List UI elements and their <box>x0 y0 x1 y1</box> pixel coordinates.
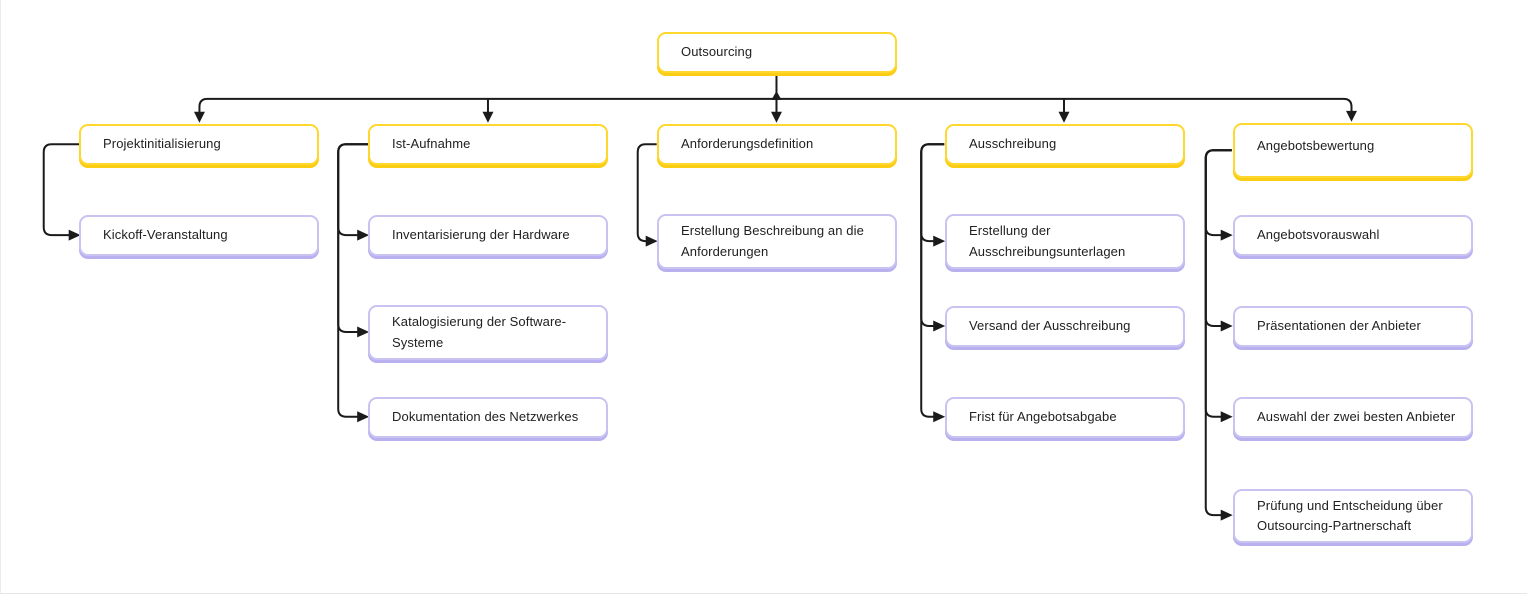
node-p2[interactable]: Ist-Aufnahme <box>368 124 608 165</box>
down-arrow-icon <box>193 111 205 123</box>
node-t1a[interactable]: Kickoff-Veranstaltung <box>79 215 319 256</box>
node-label: Outsourcing <box>681 44 753 60</box>
connector-line <box>920 143 945 327</box>
right-arrow-icon <box>933 235 946 247</box>
node-t4c[interactable]: Frist für Angebotsabgabe <box>945 397 1185 438</box>
connector-line <box>920 143 945 243</box>
down-arrow-icon <box>770 111 782 123</box>
node-label: Prüfung und Entscheidung über Outsourcin… <box>1257 497 1443 533</box>
connector-line <box>1204 149 1232 517</box>
right-arrow-icon <box>645 235 658 247</box>
node-label: Präsentationen der Anbieter <box>1257 318 1421 334</box>
node-label: Erstellung Beschreibung an die Anforderu… <box>681 223 864 259</box>
node-p5[interactable]: Angebotsbewertung <box>1233 123 1473 178</box>
connector-line <box>337 143 369 237</box>
node-t5c[interactable]: Auswahl der zwei besten Anbieter <box>1233 397 1473 438</box>
connector-line <box>1204 149 1232 418</box>
node-t5d[interactable]: Prüfung und Entscheidung über Outsourcin… <box>1233 489 1473 543</box>
right-arrow-icon <box>933 320 946 332</box>
connector-line <box>1204 149 1232 327</box>
node-t4b[interactable]: Versand der Ausschreibung <box>945 306 1185 347</box>
right-arrow-icon <box>357 326 370 338</box>
down-arrow-icon <box>482 111 494 123</box>
node-t2b[interactable]: Katalogisierung der Software-Systeme <box>368 305 608 360</box>
connector-line <box>636 143 657 243</box>
node-t2a[interactable]: Inventarisierung der Hardware <box>368 215 608 256</box>
connector-line <box>337 143 369 333</box>
node-label: Frist für Angebotsabgabe <box>969 409 1117 425</box>
node-label: Angebotsbewertung <box>1257 138 1375 153</box>
down-arrow-icon <box>1058 111 1070 123</box>
node-t4a[interactable]: Erstellung der Ausschreibungsunterlagen <box>945 214 1185 269</box>
node-p3[interactable]: Anforderungsdefinition <box>657 124 897 165</box>
connector-line <box>337 143 369 418</box>
node-label: Versand der Ausschreibung <box>969 318 1131 334</box>
node-label: Projektinitialisierung <box>103 136 221 152</box>
right-arrow-icon <box>1220 411 1233 423</box>
node-label: Anforderungsdefinition <box>681 136 814 152</box>
node-label: Angebotsvorauswahl <box>1257 227 1380 243</box>
node-t5a[interactable]: Angebotsvorauswahl <box>1233 215 1473 256</box>
node-label: Dokumentation des Netzwerkes <box>392 409 579 425</box>
connector-line <box>1204 149 1232 237</box>
node-t5b[interactable]: Präsentationen der Anbieter <box>1233 306 1473 347</box>
node-p1[interactable]: Projektinitialisierung <box>79 124 319 165</box>
node-label: Katalogisierung der Software-Systeme <box>392 314 567 350</box>
node-p4[interactable]: Ausschreibung <box>945 124 1185 165</box>
right-arrow-icon <box>357 411 370 423</box>
node-root[interactable]: Outsourcing <box>657 32 897 73</box>
node-label: Erstellung der Ausschreibungsunterlagen <box>969 223 1126 259</box>
right-arrow-icon <box>68 229 81 241</box>
node-t2c[interactable]: Dokumentation des Netzwerkes <box>368 397 608 438</box>
down-arrow-icon <box>1346 110 1357 122</box>
connector-line <box>920 143 945 418</box>
node-label: Kickoff-Veranstaltung <box>103 227 228 243</box>
right-arrow-icon <box>933 411 946 423</box>
right-arrow-icon <box>1220 229 1233 241</box>
junction-up-arrow-icon <box>771 90 782 100</box>
connector-line <box>42 143 80 237</box>
node-label: Inventarisierung der Hardware <box>392 227 570 243</box>
node-label: Ist-Aufnahme <box>392 136 471 152</box>
right-arrow-icon <box>1220 320 1233 332</box>
node-label: Auswahl der zwei besten Anbieter <box>1257 409 1456 425</box>
right-arrow-icon <box>1220 509 1233 521</box>
node-label: Ausschreibung <box>969 136 1057 152</box>
node-t3a[interactable]: Erstellung Beschreibung an die Anforderu… <box>657 214 897 269</box>
right-arrow-icon <box>357 229 370 241</box>
